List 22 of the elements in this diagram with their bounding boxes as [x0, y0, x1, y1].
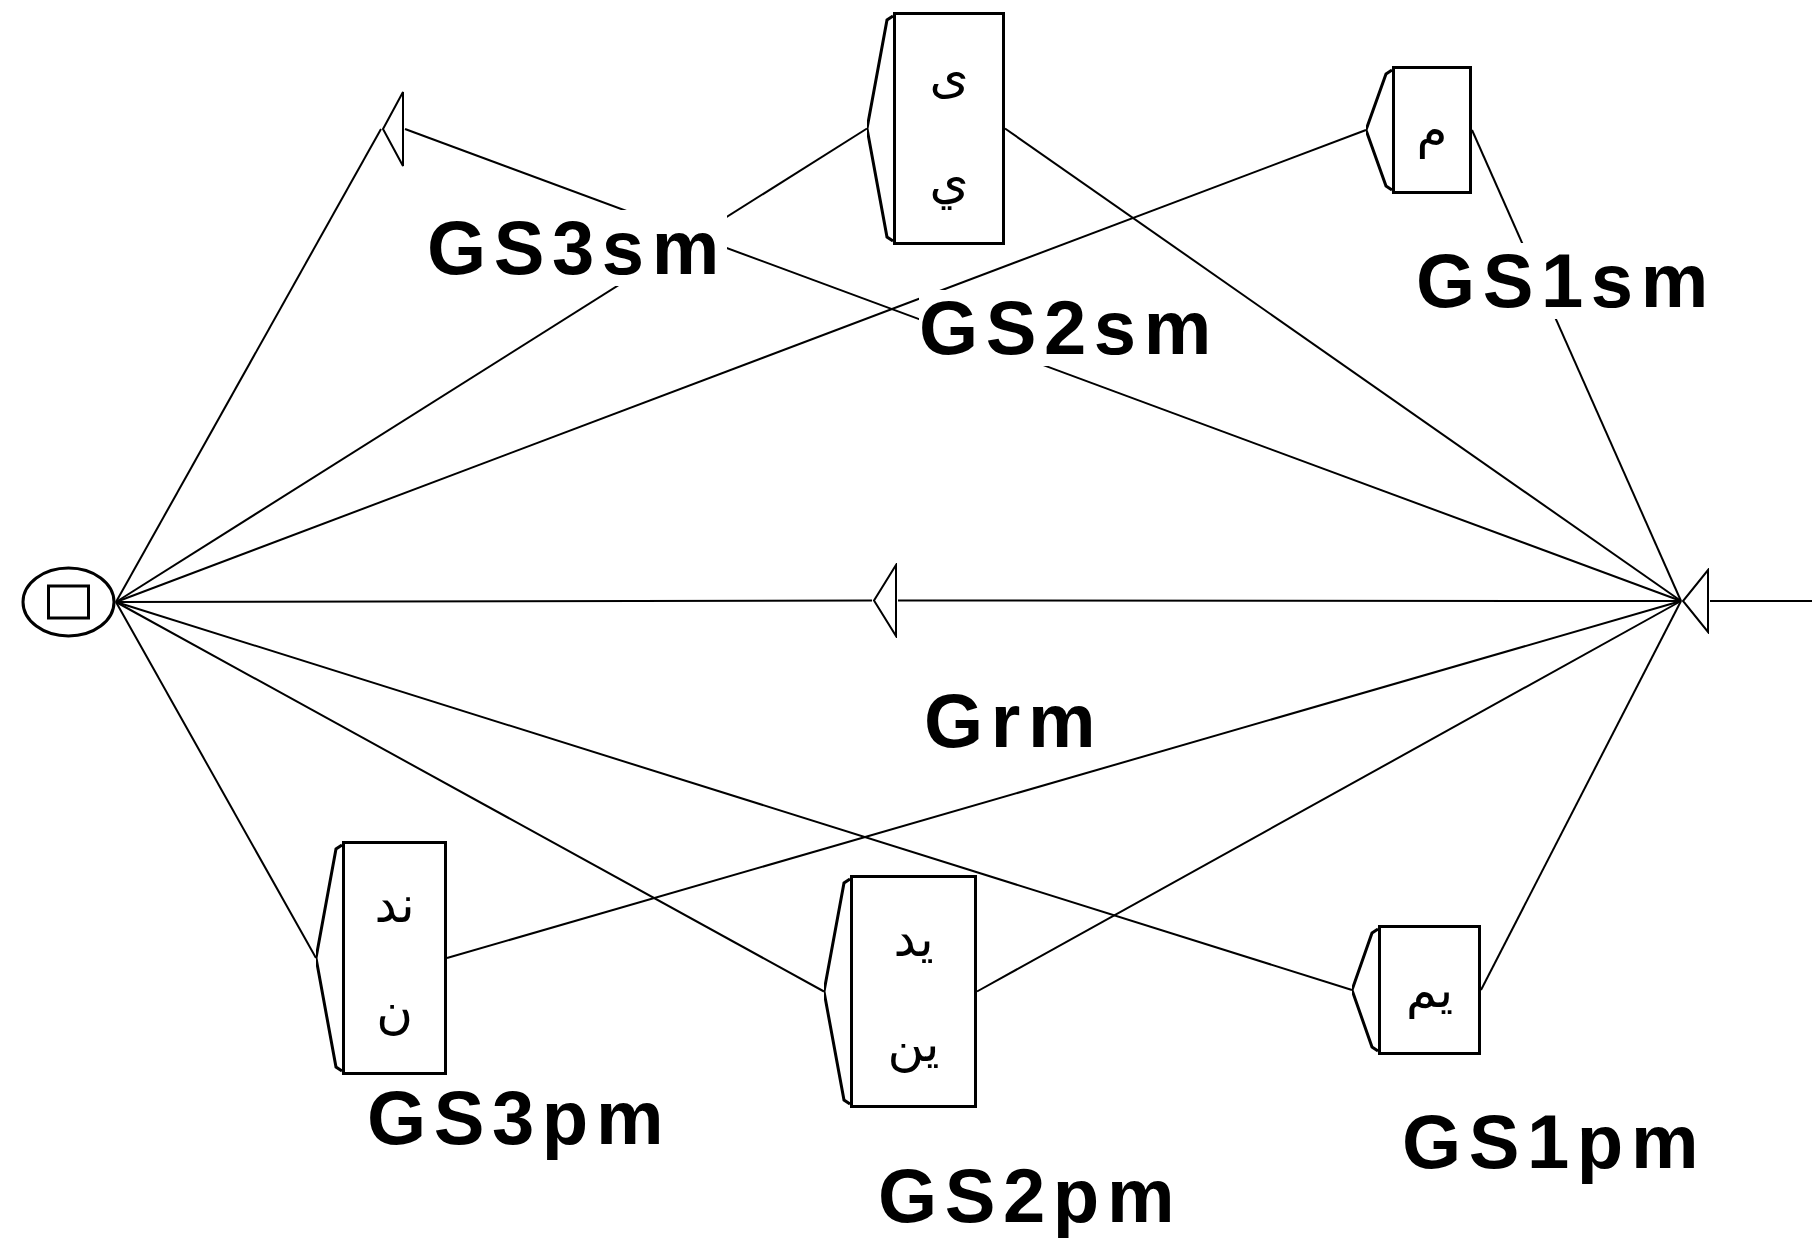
transition-line [115, 601, 825, 993]
final-state-circle [21, 566, 116, 638]
empty-box-triangle [381, 90, 405, 168]
box-text: ند [374, 880, 415, 930]
box-text: ن [376, 986, 413, 1036]
transducer-box [1366, 66, 1472, 194]
transition-line [115, 128, 382, 603]
transition-line [1004, 127, 1682, 602]
transition-line [976, 600, 1682, 993]
empty-box-triangle [1681, 568, 1710, 634]
transition-line [1480, 600, 1682, 991]
transducer-box [1352, 925, 1481, 1055]
transducer-box [316, 841, 447, 1075]
empty-box-triangle [872, 563, 898, 638]
box-text: ى [929, 50, 969, 101]
output-label: GS3sm [427, 210, 727, 286]
transducer-box [824, 875, 977, 1108]
transducer-box [867, 12, 1005, 245]
transition-line [115, 601, 1353, 991]
box-text: يد [893, 913, 934, 964]
transition-line [1709, 600, 1812, 602]
transition-line [115, 601, 317, 959]
